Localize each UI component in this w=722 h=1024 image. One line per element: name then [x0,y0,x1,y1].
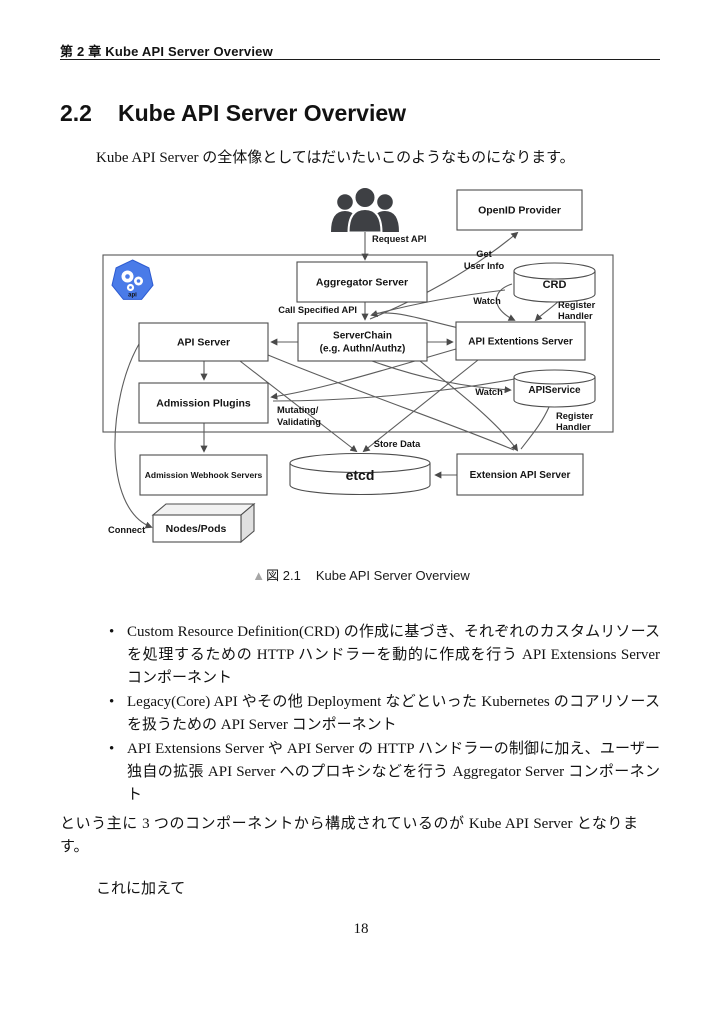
label-get-user-info-2: User Info [464,261,505,271]
node-extension-api-server [456,453,584,496]
edge-store-data-1 [239,360,358,453]
label-store-data: Store Data [374,439,421,449]
logo-text: api [128,293,137,299]
label-aggregator-server: Aggregator Server [316,277,408,289]
label-serverchain-1: ServerChain [333,331,392,342]
label-extension-api-server: Extension API Server [470,470,571,481]
edge-mutating-1 [270,348,457,400]
edge-labels: Request API Call Specified API Get User … [108,234,596,535]
label-mutating-2: Validating [277,417,321,427]
page-number: 18 [353,921,369,937]
section-title: Kube API Server Overview [117,100,407,126]
label-admission-webhook-servers: Admission Webhook Servers [145,470,263,480]
list-item: • Custom Resource Definition(CRD) の作成に基づ… [60,621,660,690]
closing-paragraph: これに加えて [96,881,186,897]
edge-connect [114,343,153,529]
running-header: 第 2 章 Kube API Server Overview [60,44,273,59]
edge-store-data-2 [362,359,479,453]
node-shapes [138,189,596,544]
section-heading: 2.2 Kube API Server Overview [60,100,406,127]
edge-watch-crd [496,283,516,321]
header-rule [60,59,660,60]
label-register-apiservice-1: Register [556,411,594,421]
edge-to-extension-api-1 [419,360,519,452]
bullet-text: Legacy(Core) API やその他 Deployment などといった … [127,694,660,733]
edge-register-handler-apiservice [520,406,550,450]
label-register-apiservice-2: Handler [556,422,591,432]
caption-triangle-icon: ▲ [252,568,266,583]
bullet-text: API Extensions Server や API Server の HTT… [127,741,660,803]
label-watch-apiservice: Watch [475,387,503,397]
section-number: 2.2 [60,100,92,126]
label-call-specified-api: Call Specified API [278,305,357,315]
label-api-server: API Server [177,337,230,349]
node-etcd-cylinder [289,452,431,496]
bullet-marker: • [109,741,115,757]
figure-title: Kube API Server Overview [315,568,470,583]
edge-watch-apiservice [371,360,512,394]
node-api-server [138,322,269,362]
edges [114,231,563,529]
label-watch-crd: Watch [473,296,501,306]
label-admission-plugins: Admission Plugins [156,398,251,410]
label-apiservice: APIService [528,385,581,396]
users-icon [331,186,399,234]
diagram-svg: api [102,186,614,544]
bullet-list: • Custom Resource Definition(CRD) の作成に基づ… [60,621,660,808]
edge-to-extension-api-2 [267,354,515,451]
label-etcd: etcd [346,467,375,483]
edge-mutating-2 [272,373,541,402]
list-item: • API Extensions Server や API Server の H… [60,738,660,807]
bullet-marker: • [109,694,115,710]
node-api-extentions-server [455,321,586,361]
label-register-crd-2: Handler [558,311,593,321]
edge-return-to-chain-1 [370,289,506,318]
label-api-extentions-server: API Extentions Server [468,337,573,348]
architecture-diagram: api [0,178,722,558]
figure-caption: ▲図 2.1 Kube API Server Overview [0,565,722,584]
outro-paragraph: という主に 3 つのコンポーネントから構成されているのが Kube API Se… [60,816,638,855]
node-admission-webhook-servers [139,454,268,496]
node-admission-plugins [138,382,269,424]
node-labels: OpenID Provider Aggregator Server CRD AP… [145,205,581,536]
label-connect: Connect [108,525,145,535]
label-crd: CRD [543,279,567,291]
label-get-user-info-1: Get [476,249,492,259]
node-openid-provider [456,189,583,231]
label-request-api: Request API [372,234,426,244]
node-crd-cylinder [513,262,596,303]
node-nodes-pods-cube [151,502,256,544]
label-mutating-1: Mutating/ [277,405,319,415]
bullet-marker: • [109,624,115,640]
kubernetes-api-logo-icon: api [111,259,154,300]
label-register-crd-1: Register [558,300,596,310]
label-openid-provider: OpenID Provider [478,205,561,217]
intro-paragraph: Kube API Server の全体像としてはだいたいこのようなものになります… [96,150,575,166]
list-item: • Legacy(Core) API やその他 Deployment などといっ… [60,691,660,737]
cluster-boundary [102,254,614,433]
figure-label: 図 2.1 [266,568,301,583]
bullet-text: Custom Resource Definition(CRD) の作成に基づき、… [127,624,660,686]
node-aggregator-server [296,261,428,303]
label-nodes-pods: Nodes/Pods [166,523,227,535]
label-serverchain-2: (e.g. Authn/Authz) [320,344,406,355]
node-apiservice-cylinder [513,369,596,408]
node-serverchain [297,322,428,362]
